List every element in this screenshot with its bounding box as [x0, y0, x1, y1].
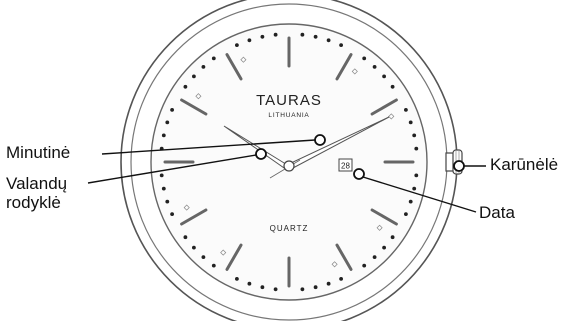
minute-dot: [160, 174, 164, 178]
minute-dot: [212, 57, 216, 61]
minute-dot: [373, 65, 377, 69]
label-crown: Karūnėlė: [490, 155, 558, 175]
callout-crown: [454, 161, 486, 171]
minute-dot: [165, 121, 169, 125]
minute-dot: [339, 277, 343, 281]
minute-dot: [248, 38, 252, 42]
minute-dot: [184, 85, 188, 89]
label-date: Data: [479, 203, 515, 223]
minute-dot: [301, 33, 305, 37]
movement-text: QUARTZ: [270, 224, 309, 233]
origin-text: LITHUANIA: [268, 112, 309, 119]
minute-dot: [327, 282, 331, 286]
hands-pinion: [284, 161, 294, 171]
minute-dot: [404, 108, 408, 112]
minute-dot: [162, 134, 166, 138]
minute-dot: [274, 33, 278, 37]
minute-dot: [327, 38, 331, 42]
minute-dot: [165, 200, 169, 204]
label-hour-hand-line2: rodyklė: [6, 193, 61, 213]
minute-dot: [382, 75, 386, 79]
minute-dot: [212, 264, 216, 268]
minute-dot: [339, 43, 343, 47]
minute-dot: [382, 246, 386, 250]
minute-dot: [248, 282, 252, 286]
minute-dot: [404, 212, 408, 216]
minute-dot: [414, 174, 418, 178]
minute-dot: [170, 212, 174, 216]
minute-dot: [409, 121, 413, 125]
minute-dot: [373, 255, 377, 259]
brand-text: TAURAS: [256, 92, 322, 109]
date-window: 28: [339, 159, 352, 171]
minute-dot: [362, 264, 366, 268]
minute-dot: [412, 134, 416, 138]
minute-dot: [274, 287, 278, 291]
minute-dot: [314, 35, 318, 39]
minute-dot: [192, 75, 196, 79]
minute-dot: [414, 147, 418, 151]
minute-dot: [409, 200, 413, 204]
minute-dot: [261, 285, 265, 289]
minute-dot: [170, 108, 174, 112]
minute-dot: [162, 187, 166, 191]
minute-dot: [301, 287, 305, 291]
label-minute-hand: Minutinė: [6, 143, 70, 163]
minute-dot: [202, 65, 206, 69]
label-hour-hand-line1: Valandų: [6, 174, 67, 194]
minute-dot: [235, 43, 239, 47]
minute-dot: [412, 187, 416, 191]
minute-dot: [391, 235, 395, 239]
minute-dot: [391, 85, 395, 89]
minute-dot: [235, 277, 239, 281]
minute-dot: [192, 246, 196, 250]
date-value: 28: [341, 162, 350, 171]
minute-dot: [261, 35, 265, 39]
minute-dot: [202, 255, 206, 259]
minute-dot: [362, 57, 366, 61]
minute-dot: [314, 285, 318, 289]
minute-dot: [184, 235, 188, 239]
